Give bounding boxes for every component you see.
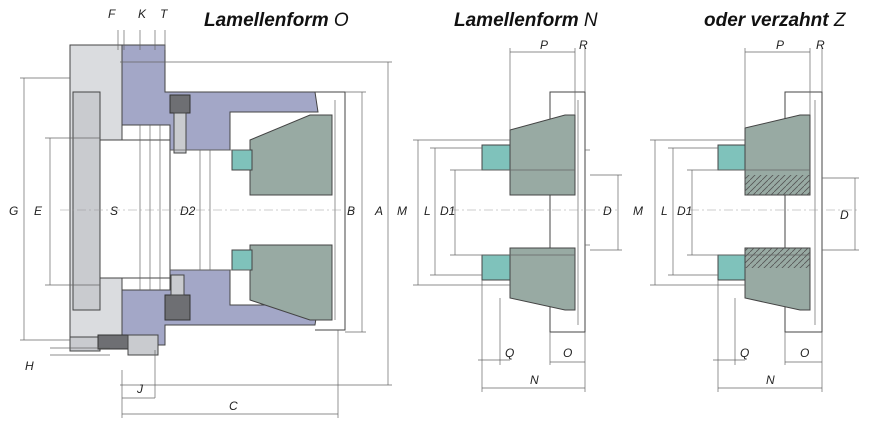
title-lamellenform-o: Lamellenform O	[204, 10, 349, 31]
dim-label-g: G	[9, 204, 18, 218]
drawing-form-z: P R M L D1 D Q O N	[633, 38, 860, 392]
dim-label-m: M	[397, 204, 407, 218]
dim-label-d2: D2	[180, 204, 196, 218]
dim-label-n: N	[766, 373, 775, 387]
dim-label-n: N	[530, 373, 539, 387]
dim-label-d: D	[603, 204, 612, 218]
dim-label-h: H	[25, 359, 34, 373]
dim-label-d: D	[840, 208, 849, 222]
dim-label-o: O	[563, 346, 572, 360]
dim-label-t: T	[160, 7, 169, 21]
dim-label-j: J	[136, 382, 144, 396]
dim-label-k: K	[138, 7, 147, 21]
title-form-o-letter: O	[334, 10, 349, 31]
dim-label-e: E	[34, 204, 43, 218]
dim-label-m: M	[633, 204, 643, 218]
dim-label-l: L	[424, 204, 431, 218]
title-lamellenform-n: Lamellenform N	[454, 10, 598, 31]
title-form-n-text: Lamellenform	[454, 10, 579, 31]
title-form-z-letter: Z	[833, 10, 847, 31]
drawing-form-n: P R M L D1 D Q O N	[397, 38, 622, 392]
dim-label-d1: D1	[677, 204, 692, 218]
title-form-o-text: Lamellenform	[204, 10, 329, 31]
svg-text:Lamellenform N: Lamellenform N	[454, 10, 598, 31]
dim-label-r: R	[579, 38, 588, 52]
dim-label-r: R	[816, 38, 825, 52]
title-form-z-text: oder verzahnt	[704, 10, 829, 31]
svg-text:oder verzahnt Z: oder verzahnt Z	[704, 10, 847, 31]
title-verzahnt-z: oder verzahnt Z	[704, 10, 847, 31]
dim-label-a: A	[374, 204, 383, 218]
dim-label-c: C	[229, 399, 238, 413]
dim-label-l: L	[661, 204, 668, 218]
dim-label-o: O	[800, 346, 809, 360]
dim-label-b: B	[347, 204, 355, 218]
dim-label-p: P	[776, 38, 784, 52]
title-form-n-letter: N	[584, 10, 598, 31]
svg-text:Lamellenform O: Lamellenform O	[204, 10, 349, 31]
dim-label-d1: D1	[440, 204, 455, 218]
drawing-form-o: F K T G E S D2 B A H J C	[9, 7, 392, 418]
dim-label-p: P	[540, 38, 548, 52]
dim-label-q: Q	[740, 346, 749, 360]
dim-label-s: S	[110, 204, 118, 218]
dim-label-f: F	[108, 7, 116, 21]
dim-label-q: Q	[505, 346, 514, 360]
